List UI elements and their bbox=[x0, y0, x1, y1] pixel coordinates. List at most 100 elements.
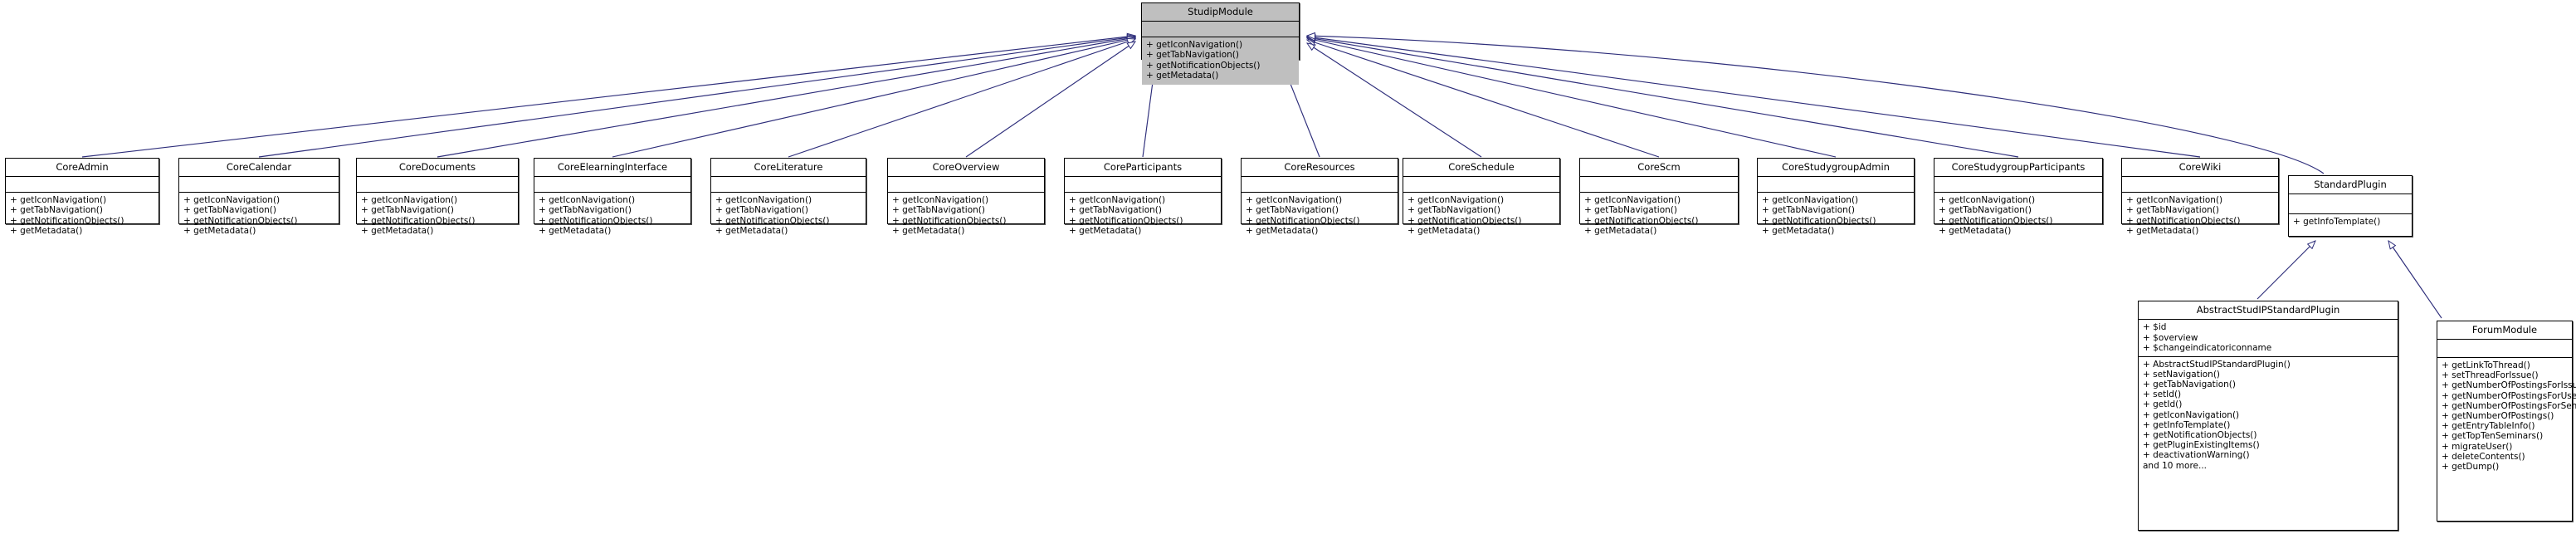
class-operations: + getIconNavigation() + getTabNavigation… bbox=[1142, 37, 1299, 85]
class-title: CoreElearningInterface bbox=[534, 159, 690, 177]
class-attributes bbox=[1142, 22, 1299, 37]
class-attributes bbox=[1242, 177, 1398, 193]
class-box-coreoverview[interactable]: CoreOverview + getIconNavigation() + get… bbox=[887, 158, 1045, 236]
class-box-coreadmin[interactable]: CoreAdmin + getIconNavigation() + getTab… bbox=[5, 158, 159, 236]
operation-row: + getMetadata() bbox=[1939, 226, 2012, 237]
class-operations: + getIconNavigation() + getTabNavigation… bbox=[6, 193, 159, 240]
class-box-corecalendar[interactable]: CoreCalendar + getIconNavigation() + get… bbox=[178, 158, 339, 236]
class-box-coreschedule[interactable]: CoreSchedule + getIconNavigation() + get… bbox=[1403, 158, 1560, 236]
operation-row: + setNavigation() bbox=[2143, 369, 2221, 380]
operation-row: + AbstractStudIPStandardPlugin() bbox=[2143, 359, 2291, 370]
operation-row: + getMetadata() bbox=[1762, 226, 1835, 237]
class-title: CoreResources bbox=[1242, 159, 1398, 177]
operation-row: + getMetadata() bbox=[715, 226, 788, 237]
class-attributes bbox=[1934, 177, 2102, 193]
class-title: CoreLiterature bbox=[711, 159, 866, 177]
class-title: CoreStudygroupAdmin bbox=[1758, 159, 1914, 177]
class-operations: + getIconNavigation() + getTabNavigation… bbox=[357, 193, 518, 240]
operation-row: + getIconNavigation() bbox=[2126, 195, 2223, 205]
operation-row: + getTabNavigation() bbox=[1069, 205, 1162, 216]
operation-row: + getTopTenSeminars() bbox=[2442, 431, 2544, 442]
operation-row: + getNotificationObjects() bbox=[1069, 215, 1183, 226]
class-title: CoreStudygroupParticipants bbox=[1934, 159, 2102, 177]
class-attributes bbox=[2289, 194, 2412, 214]
class-operations: + getIconNavigation() + getTabNavigation… bbox=[534, 193, 690, 240]
operation-row: + getIconNavigation() bbox=[10, 195, 107, 205]
operation-row: + getTabNavigation() bbox=[1408, 205, 1500, 216]
operation-row: + getLinkToThread() bbox=[2442, 360, 2530, 370]
class-box-coreelearninginterface[interactable]: CoreElearningInterface + getIconNavigati… bbox=[534, 158, 691, 236]
operation-row: + getNumberOfPostingsForIssue() bbox=[2442, 380, 2576, 391]
operation-row: + getMetadata() bbox=[1408, 226, 1481, 237]
class-box-corestudygroupadmin[interactable]: CoreStudygroupAdmin + getIconNavigation(… bbox=[1757, 158, 1915, 236]
operation-row: + getTabNavigation() bbox=[1146, 50, 1239, 61]
operation-row: + getIconNavigation() bbox=[183, 195, 281, 205]
operation-row: + getTabNavigation() bbox=[2126, 205, 2219, 216]
operation-row: + getTabNavigation() bbox=[183, 205, 276, 216]
operation-row: + getIconNavigation() bbox=[539, 195, 636, 205]
operation-row: + getIconNavigation() bbox=[1408, 195, 1505, 205]
class-box-standardplugin[interactable]: StandardPlugin + getInfoTemplate() bbox=[2288, 175, 2413, 237]
operation-row: + getTabNavigation() bbox=[1762, 205, 1855, 216]
operation-row: + getNumberOfPostingsForSeminar() bbox=[2442, 400, 2576, 411]
class-box-corestudygroupparticipants[interactable]: CoreStudygroupParticipants + getIconNavi… bbox=[1934, 158, 2103, 236]
class-attributes: + $id + $overview + $changeindicatoricon… bbox=[2139, 320, 2398, 357]
operation-row: + getNotificationObjects() bbox=[715, 215, 830, 226]
class-attributes bbox=[1758, 177, 1914, 193]
operation-row: + getInfoTemplate() bbox=[2293, 217, 2381, 227]
class-attributes bbox=[1403, 177, 1559, 193]
operation-row: + getNotificationObjects() bbox=[892, 215, 1007, 226]
class-box-coredocuments[interactable]: CoreDocuments + getIconNavigation() + ge… bbox=[356, 158, 519, 236]
operation-row: + getPluginExistingItems() bbox=[2143, 440, 2260, 451]
operation-row: + getNotificationObjects() bbox=[1146, 60, 1261, 71]
operation-row: + getTabNavigation() bbox=[1939, 205, 2032, 216]
class-title: CoreWiki bbox=[2122, 159, 2278, 177]
class-box-corescm[interactable]: CoreScm + getIconNavigation() + getTabNa… bbox=[1579, 158, 1739, 236]
class-box-coreresources[interactable]: CoreResources + getIconNavigation() + ge… bbox=[1241, 158, 1398, 236]
operation-row: + getMetadata() bbox=[539, 226, 612, 237]
class-title: StudipModule bbox=[1142, 3, 1299, 22]
class-attributes bbox=[1580, 177, 1738, 193]
operation-row: + getNotificationObjects() bbox=[1246, 215, 1360, 226]
class-attributes bbox=[2122, 177, 2278, 193]
class-box-studipmodule[interactable]: StudipModule + getIconNavigation() + get… bbox=[1141, 2, 1300, 85]
class-box-forummodule[interactable]: ForumModule + getLinkToThread() + setThr… bbox=[2437, 321, 2576, 522]
operation-row: + getNotificationObjects() bbox=[10, 215, 124, 226]
operation-row: + getTabNavigation() bbox=[10, 205, 103, 216]
class-operations: + getIconNavigation() + getTabNavigation… bbox=[1758, 193, 1914, 240]
operation-row: + getIconNavigation() bbox=[892, 195, 989, 205]
class-operations: + getInfoTemplate() bbox=[2289, 214, 2412, 236]
operation-row: + getNumberOfPostings() bbox=[2442, 411, 2554, 422]
operation-row: + getMetadata() bbox=[1146, 71, 1219, 81]
class-box-corewiki[interactable]: CoreWiki + getIconNavigation() + getTabN… bbox=[2121, 158, 2279, 236]
class-operations: + getIconNavigation() + getTabNavigation… bbox=[1065, 193, 1221, 240]
class-title: ForumModule bbox=[2437, 321, 2572, 340]
class-operations: + getIconNavigation() + getTabNavigation… bbox=[1242, 193, 1398, 240]
class-title: StandardPlugin bbox=[2289, 176, 2412, 194]
operation-row: + deleteContents() bbox=[2442, 451, 2525, 462]
operation-row: + getMetadata() bbox=[2126, 226, 2199, 237]
class-operations: + getIconNavigation() + getTabNavigation… bbox=[888, 193, 1044, 240]
operation-row: + getDump() bbox=[2442, 462, 2500, 473]
attribute-row: + $changeindicatoriconname bbox=[2143, 343, 2272, 353]
class-box-coreparticipants[interactable]: CoreParticipants + getIconNavigation() +… bbox=[1064, 158, 1222, 236]
operation-row: + getMetadata() bbox=[1584, 226, 1657, 237]
operation-row: + setThreadForIssue() bbox=[2442, 370, 2539, 381]
operation-row: + getNumberOfPostingsForUser() bbox=[2442, 390, 2576, 401]
operation-row: + getTabNavigation() bbox=[539, 205, 632, 216]
operation-row: + getTabNavigation() bbox=[1246, 205, 1339, 216]
operation-row: + setId() bbox=[2143, 389, 2182, 400]
class-box-abstractstudipstandardplugin[interactable]: AbstractStudIPStandardPlugin + $id + $ov… bbox=[2138, 301, 2398, 531]
operation-row: + getNotificationObjects() bbox=[1939, 215, 2053, 226]
class-operations: + getIconNavigation() + getTabNavigation… bbox=[1403, 193, 1559, 240]
class-box-coreliterature[interactable]: CoreLiterature + getIconNavigation() + g… bbox=[710, 158, 866, 236]
operation-row: + getIconNavigation() bbox=[1762, 195, 1859, 205]
class-operations: + getIconNavigation() + getTabNavigation… bbox=[1580, 193, 1738, 240]
class-attributes bbox=[711, 177, 866, 193]
operation-row: + getMetadata() bbox=[1069, 226, 1142, 237]
class-attributes bbox=[6, 177, 159, 193]
operation-row: + getTabNavigation() bbox=[1584, 205, 1677, 216]
operation-row: + getTabNavigation() bbox=[892, 205, 985, 216]
operation-row: + getMetadata() bbox=[10, 226, 83, 237]
